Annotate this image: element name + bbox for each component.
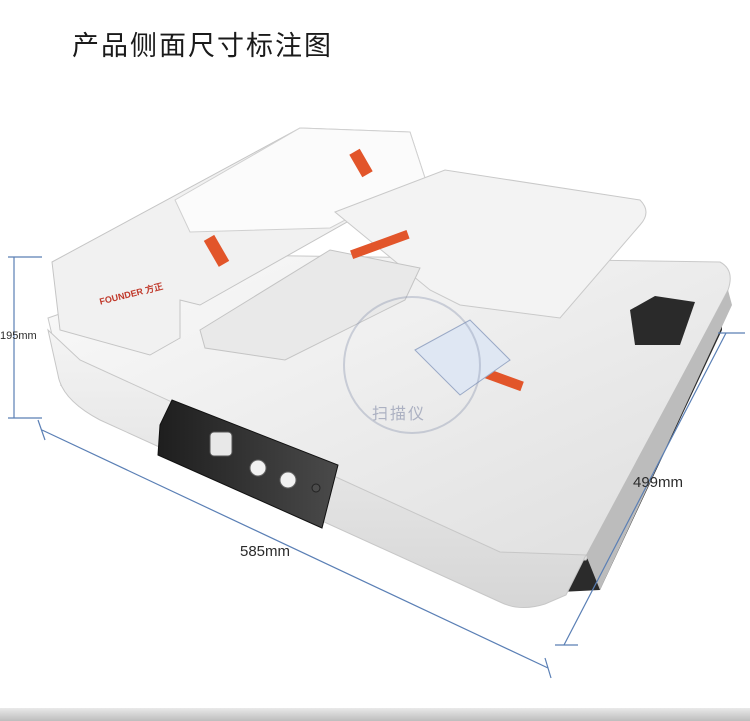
width-dimension-label: 585mm <box>240 543 291 560</box>
tape-3 <box>350 230 410 260</box>
bottom-bar <box>0 708 750 721</box>
output-tray <box>199 249 421 361</box>
page-title: 产品侧面尺寸标注图 <box>72 31 333 62</box>
width-dim-line <box>41 429 549 669</box>
watermark-text: 扫描仪 <box>372 404 427 423</box>
depth-dim-line <box>563 332 727 646</box>
scanner-body-right <box>586 290 732 590</box>
dimension-lines <box>8 256 745 679</box>
desiccant-packet <box>414 319 511 396</box>
panel-button-start <box>249 459 267 477</box>
corner-window <box>630 296 695 345</box>
control-panel <box>157 399 339 529</box>
input-tray <box>334 169 647 319</box>
height-dimension-label: 195mm <box>0 330 37 342</box>
panel-arrow-button <box>209 431 233 457</box>
watermark-circle <box>343 296 481 434</box>
tape-2 <box>349 148 373 178</box>
tape-1 <box>203 234 230 267</box>
depth-dimension-label: 499mm <box>633 474 684 491</box>
panel-power-led <box>311 483 321 493</box>
panel-button-scan <box>279 471 297 489</box>
